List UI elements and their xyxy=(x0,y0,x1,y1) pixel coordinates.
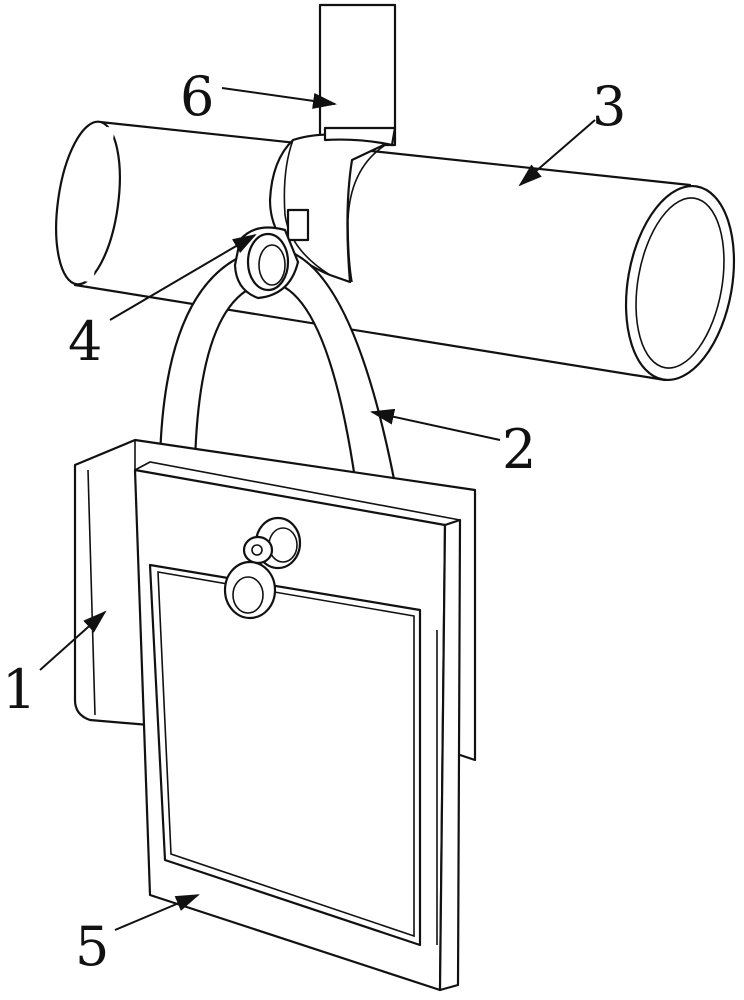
label-4: 4 xyxy=(68,310,102,373)
label-3: 3 xyxy=(592,75,626,138)
strap xyxy=(320,5,395,145)
leader-2 xyxy=(372,412,500,440)
leader-6 xyxy=(222,88,335,104)
label-2: 2 xyxy=(502,418,536,481)
label-6: 6 xyxy=(180,65,214,128)
label-5: 5 xyxy=(75,915,109,978)
leader-5 xyxy=(115,895,198,930)
label-1: 1 xyxy=(2,658,36,721)
pipe xyxy=(47,118,744,389)
